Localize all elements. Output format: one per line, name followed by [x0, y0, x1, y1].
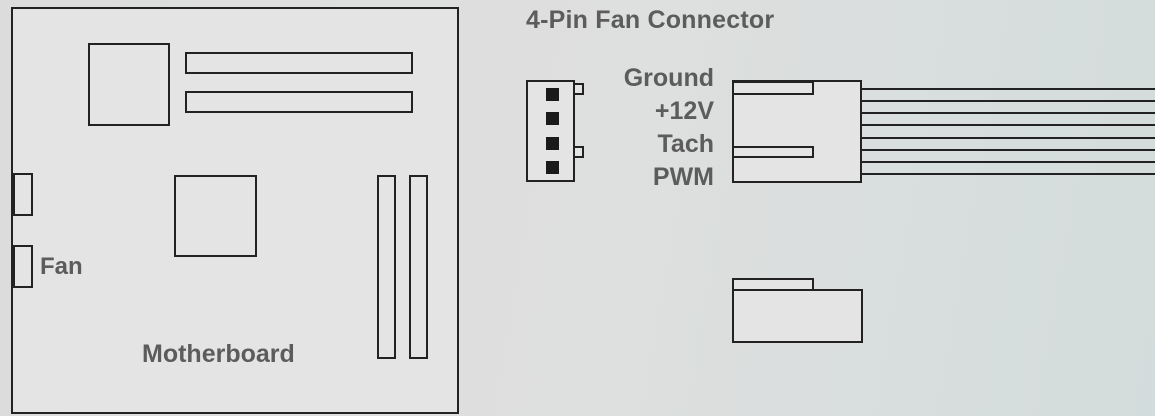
- spare-plug: [732, 289, 863, 343]
- pin-label-ground: Ground: [623, 64, 714, 92]
- pin-label-tach: Tach: [657, 130, 715, 158]
- header-pin-2: [546, 112, 559, 125]
- diagram-title: 4-Pin Fan Connector: [526, 6, 775, 34]
- pin-label-pwm: PWM: [652, 163, 714, 191]
- motherboard-label: Motherboard: [142, 340, 295, 368]
- memory-slot-2: [409, 175, 428, 359]
- expansion-slot-2: [185, 91, 413, 113]
- cpu-chip: [88, 43, 170, 126]
- fan-header: [13, 245, 33, 288]
- plug-key-top: [732, 81, 814, 95]
- header-pin-4: [546, 161, 559, 174]
- pin-label-12v: +12V: [654, 97, 714, 125]
- memory-slot-1: [377, 175, 396, 359]
- header-pin-3: [546, 137, 559, 150]
- fan-header-label: Fan: [40, 253, 83, 280]
- fan-plug-body: [732, 80, 862, 183]
- expansion-slot-1: [185, 52, 413, 74]
- side-connector: [13, 173, 33, 216]
- plug-key-bottom: [732, 146, 814, 158]
- chipset-chip: [174, 175, 257, 257]
- header-pin-1: [546, 88, 559, 101]
